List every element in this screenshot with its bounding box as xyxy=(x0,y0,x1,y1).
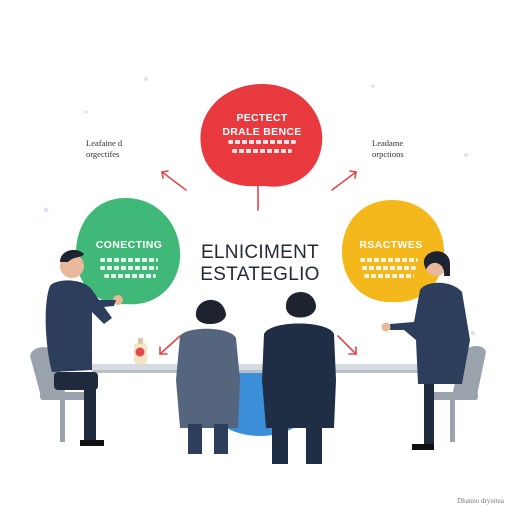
bubble-right-title: RSACTWES xyxy=(359,239,423,251)
person-left-man xyxy=(45,249,123,446)
bubble-right-text-scribble xyxy=(364,274,414,278)
bubble-left-text-scribble xyxy=(100,266,158,270)
bubble-right-text-scribble xyxy=(360,258,418,262)
bubble-top-text-scribble xyxy=(232,149,292,153)
bubble-right-text-scribble xyxy=(362,266,416,270)
person-middle-man xyxy=(262,291,336,464)
side-note-right-line2: orpctions xyxy=(372,149,404,160)
bubble-left-title: CONECTING xyxy=(95,239,163,251)
side-note-left-line1: Leafaine d xyxy=(86,138,123,148)
center-title-line1: ELNICIMENT xyxy=(200,242,320,263)
bubble-top-title: PECTECT DRALE BENCE xyxy=(212,112,312,139)
person-middle-woman xyxy=(176,299,240,454)
side-note-left: Leafaine d orgectifes xyxy=(86,138,122,160)
bubble-top-title-line1: PECTECT xyxy=(236,112,288,124)
bubble-top-shape xyxy=(200,84,323,187)
watermark-text: Dhanno drynitea xyxy=(457,497,504,505)
arrow-icon xyxy=(159,170,357,355)
bottle-icon xyxy=(134,338,147,364)
bubble-left-text-scribble xyxy=(100,258,158,262)
side-note-right: Leadame orpctions xyxy=(372,138,404,160)
bubble-left-text-scribble xyxy=(104,274,156,278)
bubble-top-text-scribble xyxy=(228,140,296,144)
side-note-right-line1: Leadame xyxy=(372,138,404,148)
side-note-left-line2: orgectifes xyxy=(86,149,120,160)
bubble-left-shape xyxy=(76,198,181,305)
meeting-table xyxy=(92,364,422,436)
center-title: ELNICIMENT ESTATEGLIO xyxy=(180,242,340,286)
person-right-woman xyxy=(381,251,470,450)
center-title-line2: ESTATEGLIO xyxy=(200,263,320,285)
bubble-top-title-line2: DRALE BENCE xyxy=(222,126,302,139)
decorative-dots xyxy=(43,76,476,336)
